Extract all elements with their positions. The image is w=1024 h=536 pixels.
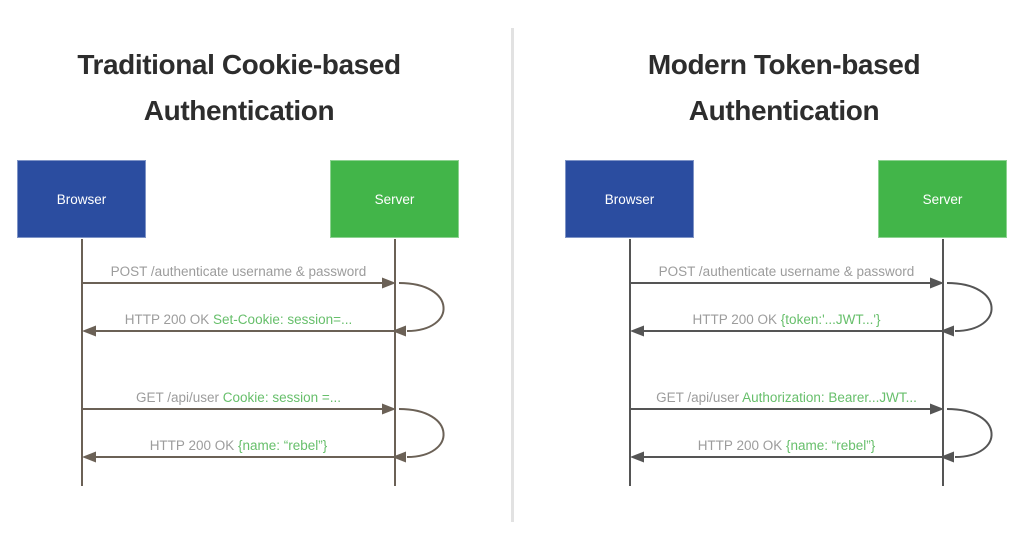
- message-green-text: {name: “rebel”}: [237, 438, 328, 453]
- panel-title: Traditional Cookie-based Authentication: [0, 42, 495, 134]
- browser-label: Browser: [604, 191, 655, 207]
- sequence-wires: [81, 239, 445, 486]
- arrowheads: [82, 277, 406, 463]
- arrowhead: [382, 277, 396, 289]
- title-line-1: Modern Token-based: [647, 49, 921, 80]
- message-green-text: {name: “rebel”}: [785, 438, 876, 453]
- message-response-2: HTTP 200 OK {name: “rebel”}: [630, 437, 943, 454]
- arrowhead: [82, 325, 96, 337]
- message-response-1: HTTP 200 OK Set-Cookie: session=...: [82, 311, 395, 328]
- message-plain-text: GET /api/user: [136, 390, 223, 405]
- message-plain-text: HTTP 200 OK: [124, 312, 214, 327]
- browser-label: Browser: [56, 191, 107, 207]
- title-line-2: Authentication: [688, 95, 880, 126]
- arrowhead: [392, 451, 406, 463]
- message-plain-text: HTTP 200 OK: [149, 438, 238, 453]
- title-line-1: Traditional Cookie-based: [77, 49, 401, 80]
- message-green-text: Set-Cookie: session=...: [213, 312, 353, 327]
- message-green-text: Cookie: session =...: [222, 390, 341, 405]
- diagram-lines: [81, 239, 445, 486]
- panel-title: Modern Token-based Authentication: [528, 42, 1024, 134]
- server-actor-box: Server: [878, 160, 1007, 238]
- arrowheads: [630, 277, 954, 463]
- message-request-2: GET /api/user Cookie: session =...: [82, 389, 395, 406]
- arrowhead: [382, 403, 396, 415]
- arrowhead: [392, 325, 406, 337]
- browser-actor-box: Browser: [17, 160, 146, 238]
- message-green-text: {token:'...JWT...'}: [780, 312, 881, 327]
- server-loop-2: [946, 408, 993, 458]
- server-loop-2: [398, 408, 445, 458]
- message-request-2: GET /api/user Authorization: Bearer...JW…: [630, 389, 943, 406]
- server-loop-1: [946, 282, 993, 332]
- message-response-2: HTTP 200 OK {name: “rebel”}: [82, 437, 395, 454]
- sequence-wires: [629, 239, 993, 486]
- arrowhead: [630, 451, 644, 463]
- panel-token-auth: Modern Token-based Authentication Browse…: [512, 0, 1024, 536]
- arrowhead: [82, 451, 96, 463]
- message-plain-text: POST /authenticate username & password: [110, 264, 367, 279]
- arrowhead: [940, 325, 954, 337]
- message-plain-text: HTTP 200 OK: [692, 312, 781, 327]
- message-green-text: Authorization: Bearer...JWT...: [742, 390, 917, 405]
- message-plain-text: POST /authenticate username & password: [658, 264, 915, 279]
- server-label: Server: [374, 191, 415, 207]
- message-response-1: HTTP 200 OK {token:'...JWT...'}: [630, 311, 943, 328]
- diagram-lines: [629, 239, 993, 486]
- panel-cookie-auth: Traditional Cookie-based Authentication …: [0, 42, 495, 486]
- message-request-1: POST /authenticate username & password: [82, 263, 395, 280]
- browser-actor-box: Browser: [565, 160, 694, 238]
- server-label: Server: [922, 191, 963, 207]
- center-divider: [511, 28, 514, 522]
- server-loop-1: [398, 282, 445, 332]
- title-line-2: Authentication: [143, 95, 335, 126]
- message-plain-text: HTTP 200 OK: [697, 438, 786, 453]
- arrowhead: [930, 403, 944, 415]
- server-actor-box: Server: [330, 160, 459, 238]
- arrowhead: [930, 277, 944, 289]
- arrowhead: [630, 325, 644, 337]
- message-plain-text: GET /api/user: [656, 390, 743, 405]
- arrowhead: [940, 451, 954, 463]
- message-request-1: POST /authenticate username & password: [630, 263, 943, 280]
